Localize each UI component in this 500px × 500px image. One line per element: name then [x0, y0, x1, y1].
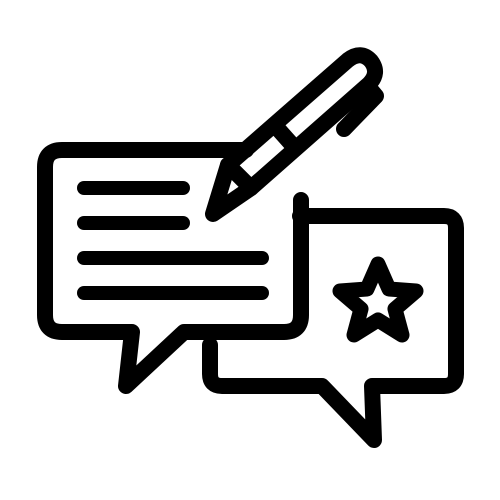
- pen-nib: [205, 157, 259, 222]
- pen-body: [220, 47, 383, 196]
- speech-bubble-text-icon: [37, 142, 309, 394]
- star-icon: [332, 256, 424, 343]
- pen-icon: [205, 47, 384, 222]
- text-lines-icon: [77, 181, 269, 300]
- pen-grip: [271, 122, 303, 156]
- pen-clip: [336, 82, 384, 137]
- speech-bubble-star-icon: [202, 208, 464, 448]
